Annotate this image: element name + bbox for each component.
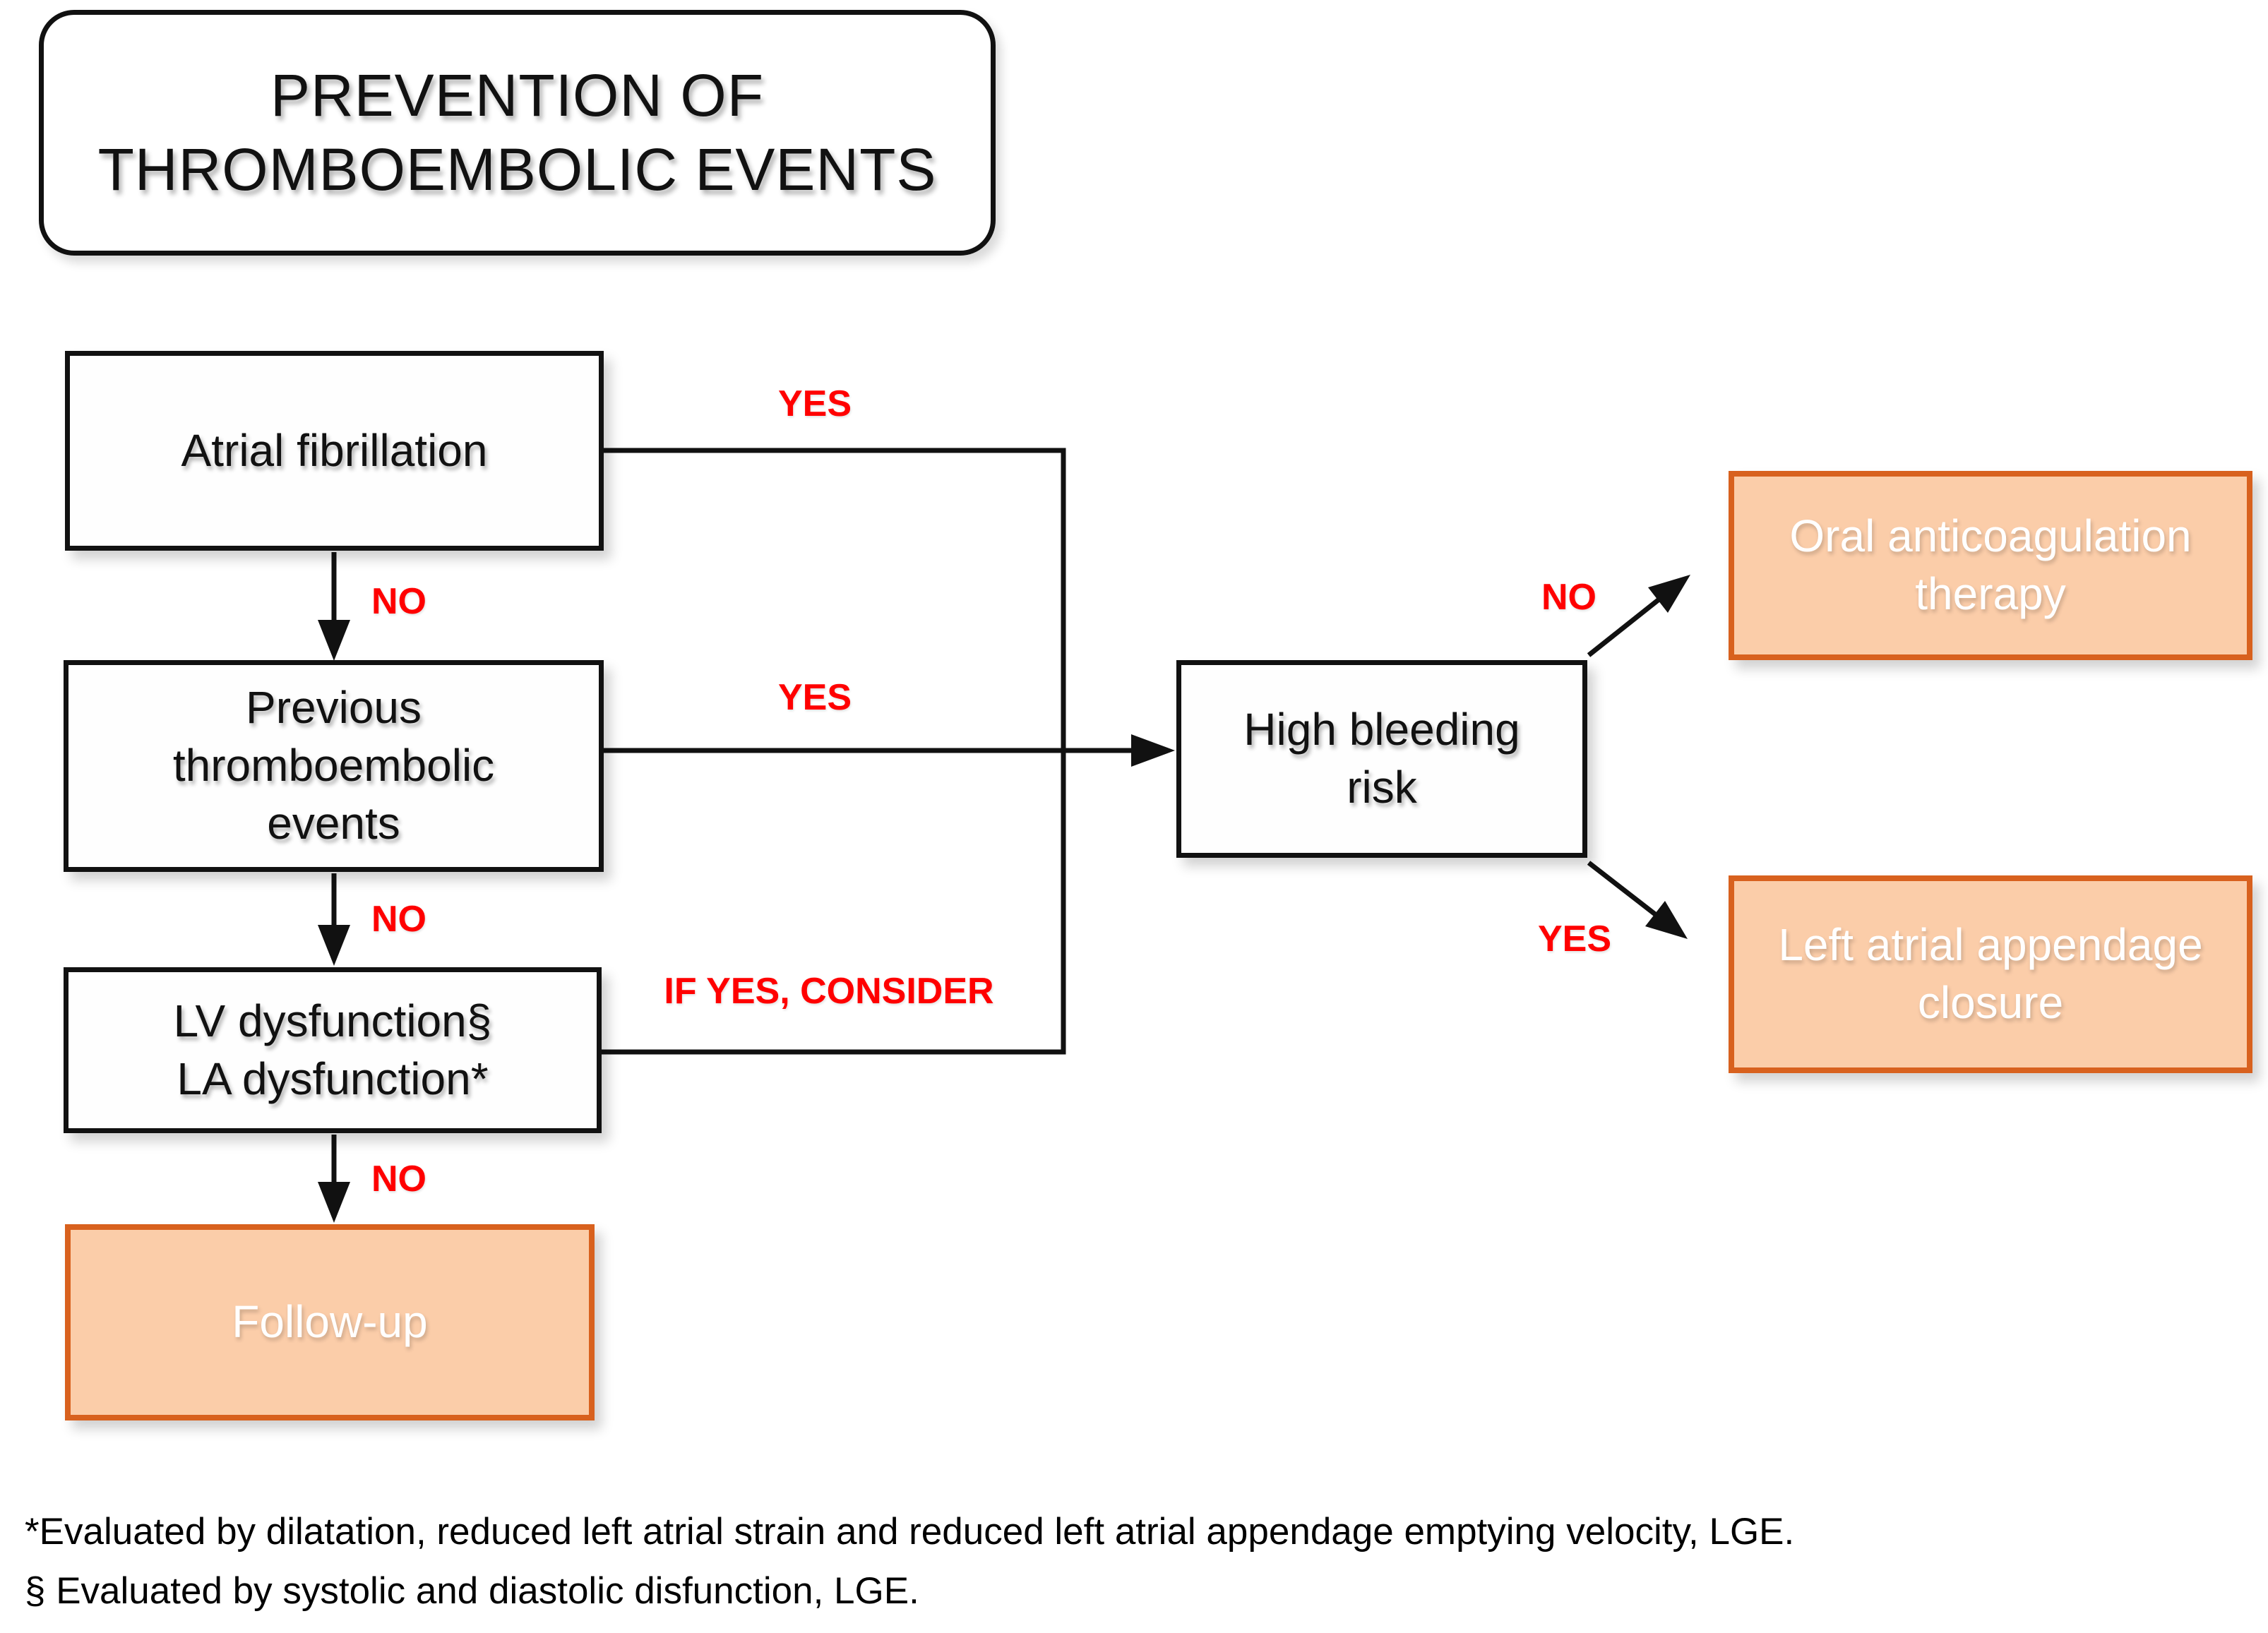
edge-label-hb-yes: YES [1537, 919, 1612, 959]
node-label-line: therapy [1915, 568, 2066, 619]
node-label-line: High bleeding [1243, 704, 1520, 755]
arrow-af-no [318, 552, 350, 661]
edge-label-prev-no: NO [371, 899, 426, 940]
node-label-line: thromboembolic [172, 740, 495, 791]
arrow-prev-no [318, 873, 350, 966]
node-high-bleeding-risk: High bleeding risk [1176, 660, 1587, 858]
node-left-atrial-appendage-closure: Left atrial appendage closure [1729, 875, 2252, 1073]
node-label-line: Oral anticoagulation [1789, 510, 2192, 562]
node-label-line: closure [1917, 977, 2064, 1028]
node-label-line: events [267, 797, 400, 849]
node-label: Atrial fibrillation [181, 424, 488, 476]
edge-label-lv-no: NO [371, 1159, 426, 1200]
node-label-line: risk [1347, 762, 1417, 813]
edge-label-if-yes-consider: IF YES, CONSIDER [664, 971, 994, 1012]
node-label-line: Previous [246, 682, 422, 734]
footnote-asterisk: *Evaluated by dilatation, reduced left a… [25, 1511, 1795, 1553]
node-label-line: Left atrial appendage [1778, 919, 2203, 971]
node-label: Follow-up [232, 1296, 428, 1348]
node-oral-anticoagulation-therapy: Oral anticoagulation therapy [1729, 471, 2252, 660]
edge-label-af-yes: YES [777, 383, 852, 424]
arrow-prev-yes [604, 734, 1175, 767]
edge-label-prev-yes: YES [777, 677, 852, 718]
node-lv-la-dysfunction: LV dysfunction§ LA dysfunction* [64, 967, 602, 1133]
title-box: PREVENTION OF THROMBOEMBOLIC EVENTS [39, 10, 996, 256]
title-line-1: PREVENTION OF [270, 62, 765, 128]
footnote-section: § Evaluated by systolic and diastolic di… [25, 1570, 919, 1612]
edge-label-hb-no: NO [1541, 577, 1596, 618]
arrow-lv-no [318, 1135, 350, 1223]
title-line-2: THROMBOEMBOLIC EVENTS [97, 136, 937, 203]
arrow-hb-yes [1587, 861, 1688, 939]
node-previous-thromboembolic-events: Previous thromboembolic events [64, 660, 604, 872]
node-follow-up: Follow-up [65, 1224, 595, 1420]
node-label-line: LA dysfunction* [177, 1053, 489, 1104]
arrow-hb-no [1587, 575, 1690, 657]
node-label-line: LV dysfunction§ [173, 995, 492, 1046]
node-atrial-fibrillation: Atrial fibrillation [65, 351, 604, 551]
edge-label-af-no: NO [371, 581, 426, 622]
